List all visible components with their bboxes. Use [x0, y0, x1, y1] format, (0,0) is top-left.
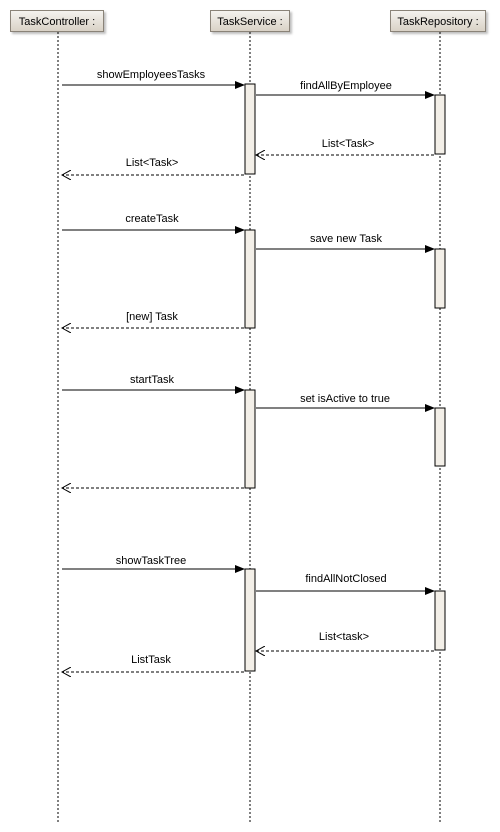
message-label: findAllNotClosed: [305, 573, 386, 585]
activation-repository-2: [434, 248, 446, 309]
return-list-task-lowercase: List<task>: [256, 631, 434, 651]
activation-service-3: [244, 389, 256, 489]
message-createtask: createTask: [62, 213, 245, 234]
message-starttask: startTask: [62, 374, 245, 394]
message-label: save new Task: [310, 233, 382, 245]
message-label: findAllByEmployee: [300, 80, 392, 92]
return-list-task-to-controller: List<Task>: [62, 157, 244, 175]
message-save-new-task: save new Task: [256, 233, 435, 253]
activation-repository-4: [434, 590, 446, 651]
message-label: set isActive to true: [300, 393, 390, 405]
return-list-task-from-repository: List<Task>: [256, 138, 434, 155]
lifeline-header-taskrepository: TaskRepository :: [390, 10, 486, 32]
return-listtask: ListTask: [62, 654, 244, 672]
lifeline-header-taskservice: TaskService :: [210, 10, 290, 32]
lifeline-header-taskcontroller: TaskController :: [10, 10, 104, 32]
return-new-task: [new] Task: [62, 311, 244, 328]
message-showemployeestasks: showEmployeesTasks: [62, 69, 245, 89]
message-label: [new] Task: [126, 311, 178, 323]
message-showtasktree: showTaskTree: [62, 555, 245, 573]
activation-repository-3: [434, 407, 446, 467]
message-label: startTask: [130, 374, 175, 386]
activation-service-1: [244, 83, 256, 175]
message-label: List<Task>: [126, 157, 179, 169]
message-label: createTask: [125, 213, 179, 225]
message-label: List<Task>: [322, 138, 375, 150]
message-findallbyemployee: findAllByEmployee: [256, 80, 435, 99]
message-label: showTaskTree: [116, 555, 187, 567]
message-set-isactive: set isActive to true: [256, 393, 435, 412]
message-label: ListTask: [131, 654, 171, 666]
activation-repository-1: [434, 94, 446, 155]
message-findallnotclosed: findAllNotClosed: [256, 573, 435, 595]
message-label: List<task>: [319, 631, 369, 643]
message-label: showEmployeesTasks: [97, 69, 206, 81]
activation-service-4: [244, 568, 256, 672]
activation-service-2: [244, 229, 256, 329]
